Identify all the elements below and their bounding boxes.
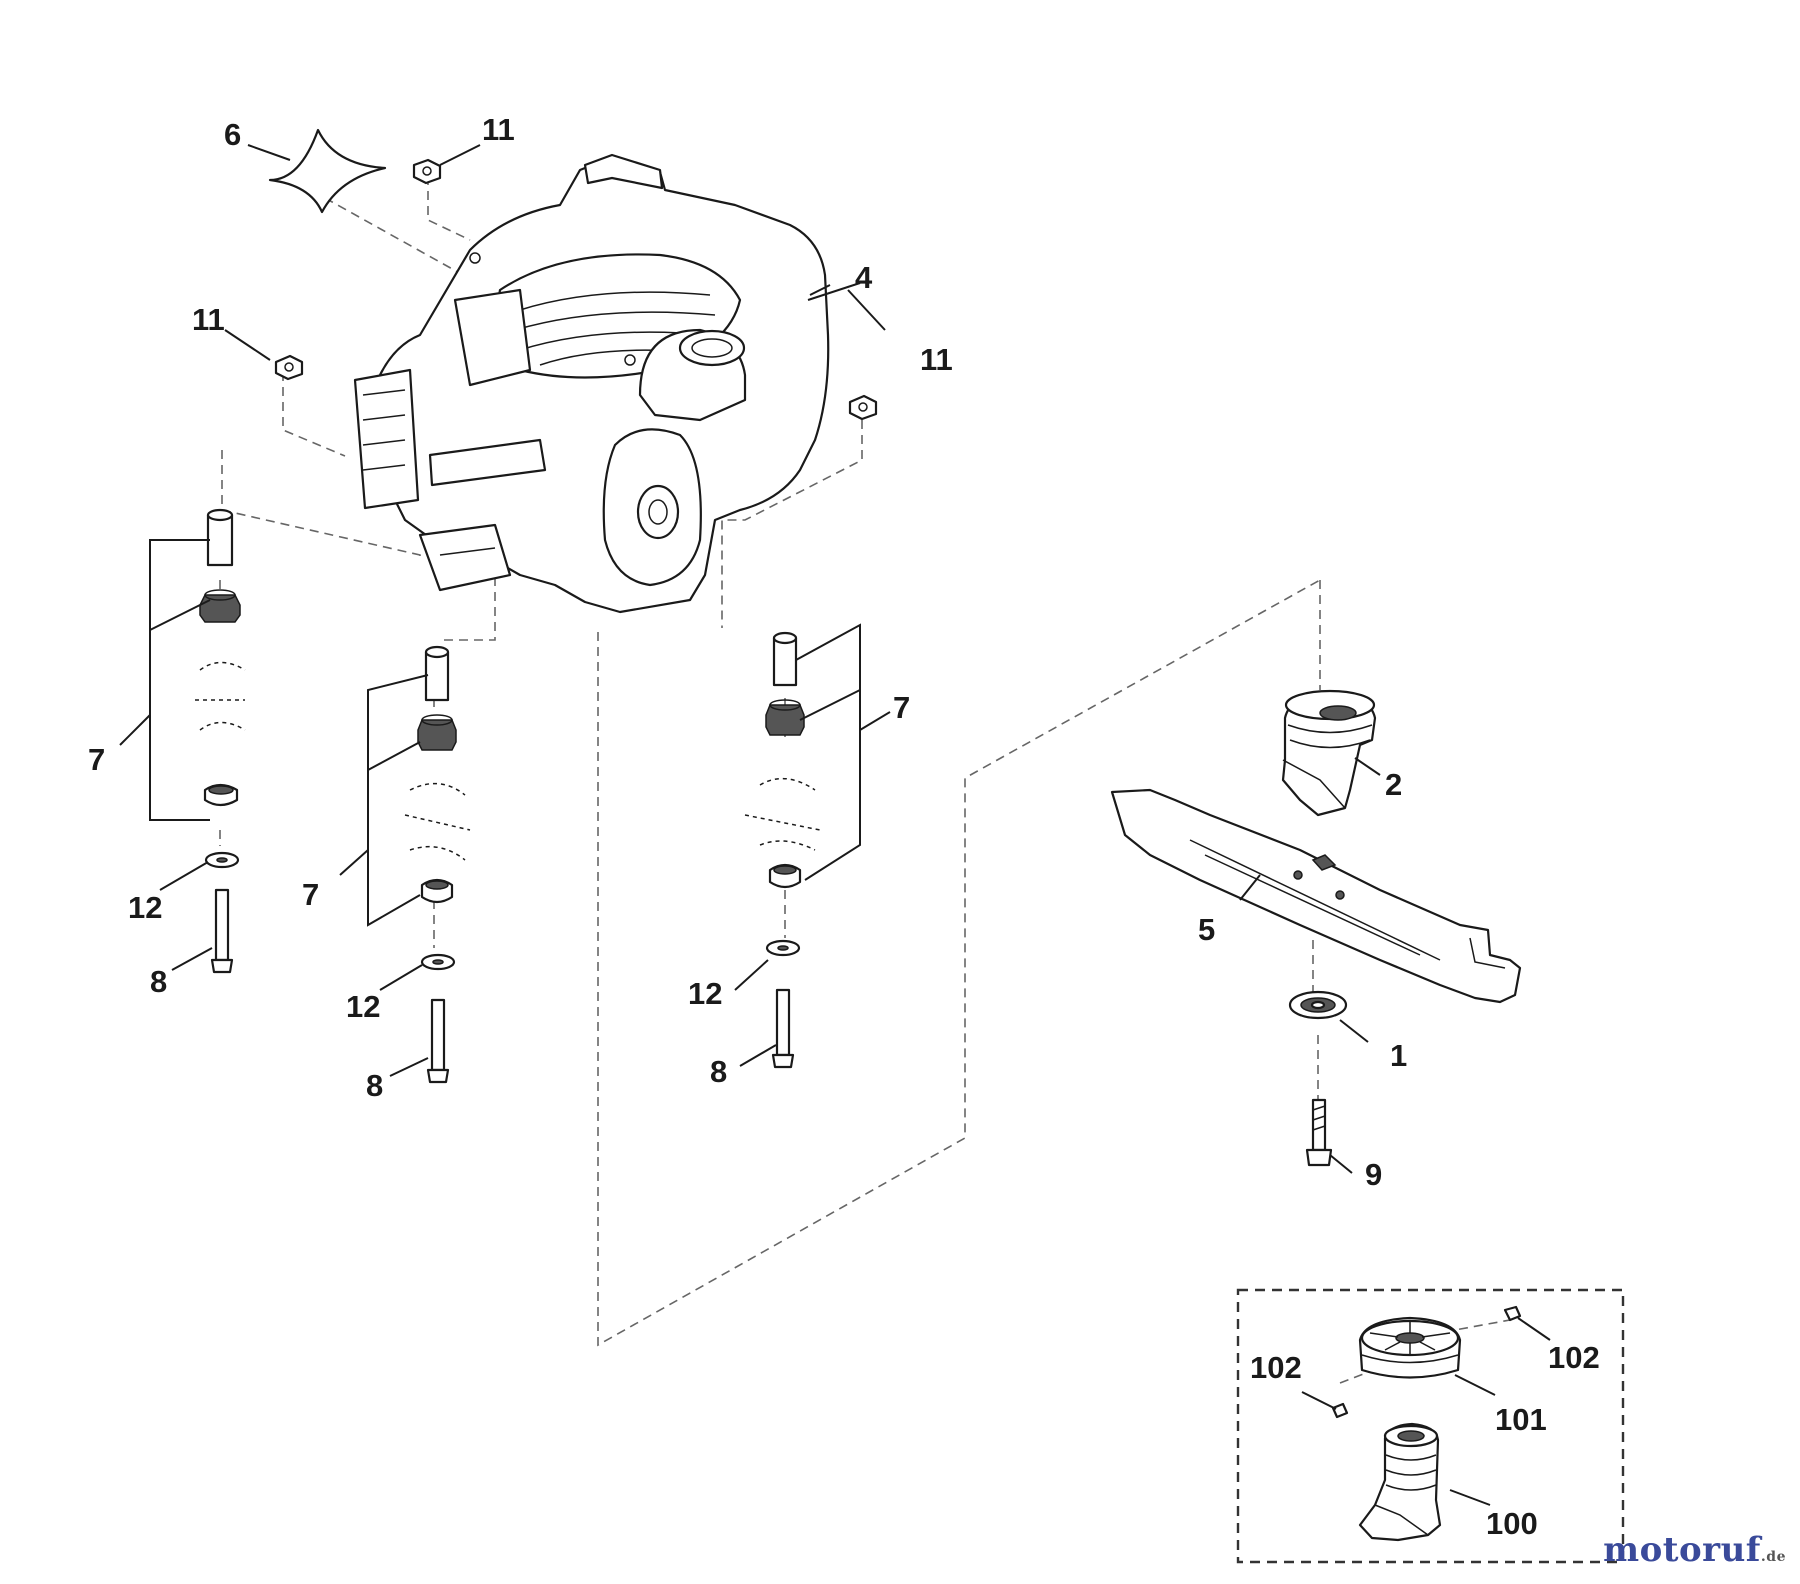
- bracket-7-right: [795, 623, 891, 881]
- callout-7-middle: 7: [302, 877, 319, 912]
- callout-12-middle: 12: [346, 989, 380, 1024]
- washer-part-1: [1288, 990, 1348, 1020]
- callout-100: 100: [1486, 1506, 1538, 1541]
- nut-part-11-left: [274, 354, 304, 381]
- callout-8-right: 8: [710, 1054, 727, 1089]
- callout-11-right: 11: [920, 342, 953, 377]
- nut-part-11-right: [848, 394, 878, 421]
- adapter-part-2: [1281, 689, 1377, 817]
- engine-part-4: [353, 153, 830, 614]
- option-kit-box: [1236, 1288, 1625, 1564]
- decal-part-6: [268, 128, 387, 214]
- mount-stack-2: [404, 645, 471, 1084]
- callout-12-left: 12: [128, 890, 162, 925]
- watermark-logo: motoruf.de: [1603, 1530, 1786, 1570]
- callout-2: 2: [1385, 767, 1402, 802]
- callout-101: 101: [1495, 1402, 1547, 1437]
- callout-11-top: 11: [482, 112, 515, 147]
- callout-9: 9: [1365, 1157, 1382, 1192]
- mount-stack-3: [744, 631, 821, 1069]
- watermark-suffix: .de: [1760, 1549, 1786, 1565]
- leader-lines: [159, 144, 1551, 1506]
- callout-11-left: 11: [192, 302, 225, 337]
- callout-8-left: 8: [150, 964, 167, 999]
- callout-102-left: 102: [1250, 1350, 1302, 1385]
- callout-12-right: 12: [688, 976, 722, 1011]
- callout-labels: 6 11 4 11 11 7 7 7 12 12 12 8 8 8 2 5 1 …: [88, 112, 1600, 1541]
- pulley-part-101: [1358, 1316, 1462, 1379]
- callout-7-left: 7: [88, 742, 105, 777]
- callout-1: 1: [1390, 1038, 1407, 1073]
- callout-7-right: 7: [893, 690, 910, 725]
- callout-4: 4: [855, 260, 873, 295]
- callout-5: 5: [1198, 912, 1215, 947]
- blade-part-5: [1110, 788, 1522, 1004]
- screw-part-102-right: [1503, 1305, 1522, 1322]
- screw-part-102-left: [1331, 1402, 1349, 1419]
- bolt-part-9: [1305, 1098, 1333, 1167]
- mount-stack-1: [195, 508, 246, 974]
- watermark-text: motoruf: [1603, 1530, 1761, 1570]
- callout-102-right: 102: [1548, 1340, 1600, 1375]
- callout-8-middle: 8: [366, 1068, 383, 1103]
- bracket-7-left: [119, 539, 211, 821]
- adapter-part-100: [1358, 1422, 1442, 1542]
- bracket-7-middle: [339, 674, 429, 927]
- callout-6: 6: [224, 117, 241, 152]
- nut-part-11-top: [412, 158, 442, 185]
